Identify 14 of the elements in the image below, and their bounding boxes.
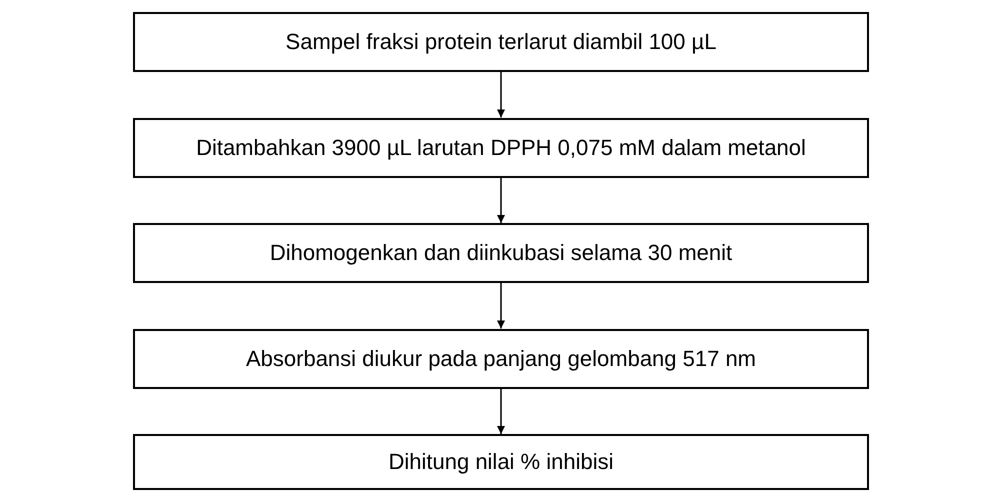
- process-box: [133, 118, 869, 178]
- arrow: [497, 283, 505, 328]
- process-box: [133, 328, 869, 388]
- arrow: [497, 178, 505, 223]
- step-text: Sampel fraksi protein terlarut diambil 100 µL: [286, 29, 716, 55]
- step-text: Ditambahkan 3900 µL larutan DPPH 0,075 mM dalam metanol: [196, 134, 806, 160]
- arrow: [497, 72, 505, 118]
- step-text: Dihitung nilai % inhibisi: [388, 449, 614, 475]
- process-box: [133, 12, 869, 72]
- process-box: [133, 434, 869, 490]
- step-text: Absorbansi diukur pada panjang gelombang 517 nm: [246, 346, 756, 372]
- arrow: [497, 388, 505, 434]
- process-box: [133, 223, 869, 283]
- step-text: Dihomogenkan dan diinkubasi selama 30 menit: [270, 240, 732, 266]
